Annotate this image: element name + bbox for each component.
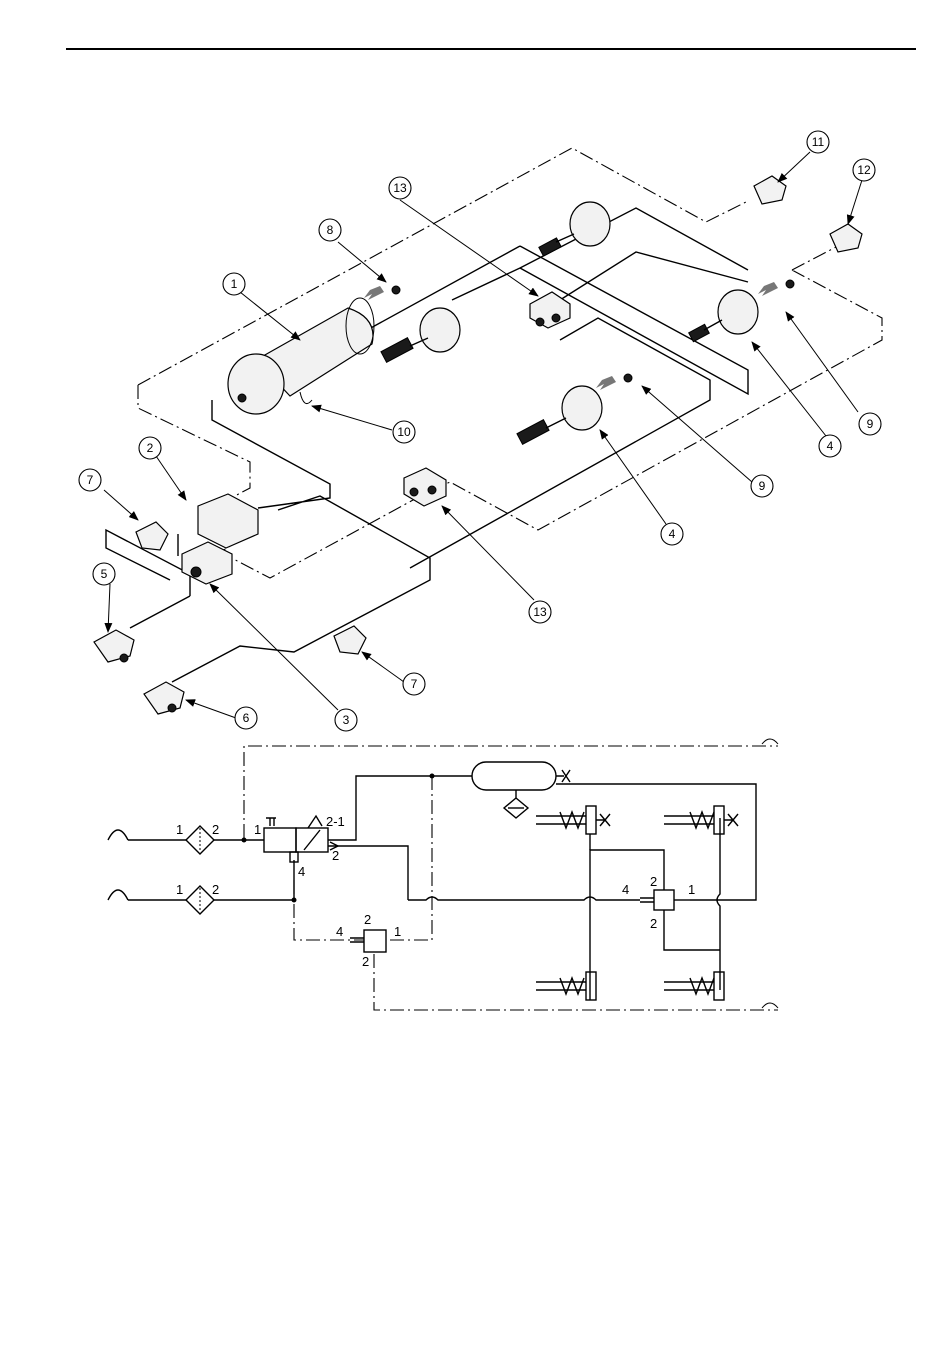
relay-valve-symbol-secondary: [350, 930, 386, 952]
leader-lines: [104, 152, 862, 718]
supply-line: [106, 246, 748, 682]
junction-dot-supply: [292, 898, 297, 903]
coupling-head-5: [94, 630, 134, 662]
callout-13-upper: 13: [389, 177, 411, 199]
svg-text:7: 7: [87, 473, 94, 487]
callout-4-right: 4: [819, 435, 841, 457]
callout-4-center: 4: [661, 523, 683, 545]
port-label-relay1-2-bottom: 2: [650, 916, 657, 931]
port-label-filter2-in: 1: [176, 882, 183, 897]
callout-1: 1: [223, 273, 245, 295]
svg-text:3: 3: [343, 713, 350, 727]
port-label-relay2-4: 4: [336, 924, 343, 939]
port-label-relay2-2-bottom: 2: [362, 954, 369, 969]
drain-valve-9-right: [758, 280, 794, 296]
spring-chamber-bottom-right: [664, 972, 724, 1000]
callout-5: 5: [93, 563, 115, 585]
port-label-relay1-4: 4: [622, 882, 629, 897]
svg-text:7: 7: [411, 677, 418, 691]
svg-text:9: 9: [867, 417, 874, 431]
callout-11: 11: [807, 131, 829, 153]
svg-text:6: 6: [243, 711, 250, 725]
svg-text:8: 8: [327, 223, 334, 237]
svg-text:13: 13: [533, 605, 547, 619]
port-label-relay1-2-top: 2: [650, 874, 657, 889]
line-filter-control: [186, 826, 214, 854]
svg-text:10: 10: [397, 425, 411, 439]
isometric-view: 1 2 3 4 4 5 6 7 7 8 9 9 10 11 12 13 13: [79, 131, 882, 731]
callout-7-right: 7: [403, 673, 425, 695]
port-label-valve-1: 1: [254, 822, 261, 837]
svg-text:11: 11: [812, 135, 825, 149]
port-label-filter1-in: 1: [176, 822, 183, 837]
callout-12: 12: [853, 159, 875, 181]
coupling-head-6: [144, 682, 184, 714]
line-filter-7-right: [334, 626, 366, 654]
callout-7-left: 7: [79, 469, 101, 491]
svg-text:2: 2: [147, 441, 154, 455]
svg-text:4: 4: [827, 439, 834, 453]
coupling-head-supply: [108, 890, 128, 900]
schematic-control-line: [244, 746, 778, 1010]
pneumatic-schematic: 1 2 1 2 1 2-1 2 4 4 2 1 2 4 2 1 2: [108, 739, 778, 1010]
callout-10: 10: [393, 421, 415, 443]
port-label-valve-4: 4: [298, 864, 305, 879]
spring-chamber-bottom-left: [536, 972, 596, 1000]
callout-9-right: 9: [859, 413, 881, 435]
junction-dot-control: [242, 838, 247, 843]
callout-2: 2: [139, 437, 161, 459]
trailer-control-valve: [178, 494, 258, 584]
trailer-control-valve-symbol: [264, 776, 472, 900]
brake-line-right: [717, 818, 720, 990]
svg-text:9: 9: [759, 479, 766, 493]
brake-chamber-rear-right: [689, 290, 758, 342]
callout-6: 6: [235, 707, 257, 729]
svg-text:4: 4: [669, 527, 676, 541]
callout-13-lower: 13: [529, 601, 551, 623]
port-label-relay2-2-top: 2: [364, 912, 371, 927]
coupling-symbol-bottom: [762, 1003, 778, 1008]
svg-text:13: 13: [393, 181, 407, 195]
line-filter-7-left: [136, 522, 168, 550]
port-label-valve-2: 2: [332, 848, 339, 863]
svg-text:5: 5: [101, 567, 108, 581]
air-tank: [228, 298, 374, 414]
callout-3: 3: [335, 709, 357, 731]
coupling-head-11: [754, 176, 786, 204]
coupling-symbol-top: [762, 739, 778, 744]
supply-input-line: [128, 860, 294, 900]
brake-chamber-rear-left: [517, 386, 602, 444]
port-label-filter2-out: 2: [212, 882, 219, 897]
svg-text:12: 12: [857, 163, 871, 177]
line-filter-supply: [186, 886, 214, 914]
coupling-head-control: [108, 830, 128, 840]
callout-9-center: 9: [751, 475, 773, 497]
relay-control-line: [408, 897, 640, 900]
drain-valve-8: [364, 286, 400, 300]
port-label-valve-2-1: 2-1: [326, 814, 345, 829]
spring-chamber-top-left: [536, 806, 610, 834]
port-label-relay1-1: 1: [688, 882, 695, 897]
relay-valve-lower: [404, 468, 446, 506]
port-label-relay2-1: 1: [394, 924, 401, 939]
spring-chamber-top-right: [664, 806, 738, 834]
drain-valve-9-center: [596, 374, 632, 390]
callout-8: 8: [319, 219, 341, 241]
brake-chamber-front-right: [539, 202, 610, 256]
port-label-filter1-out: 2: [212, 822, 219, 837]
junction-dot-reservoir: [430, 774, 435, 779]
svg-text:1: 1: [231, 277, 238, 291]
